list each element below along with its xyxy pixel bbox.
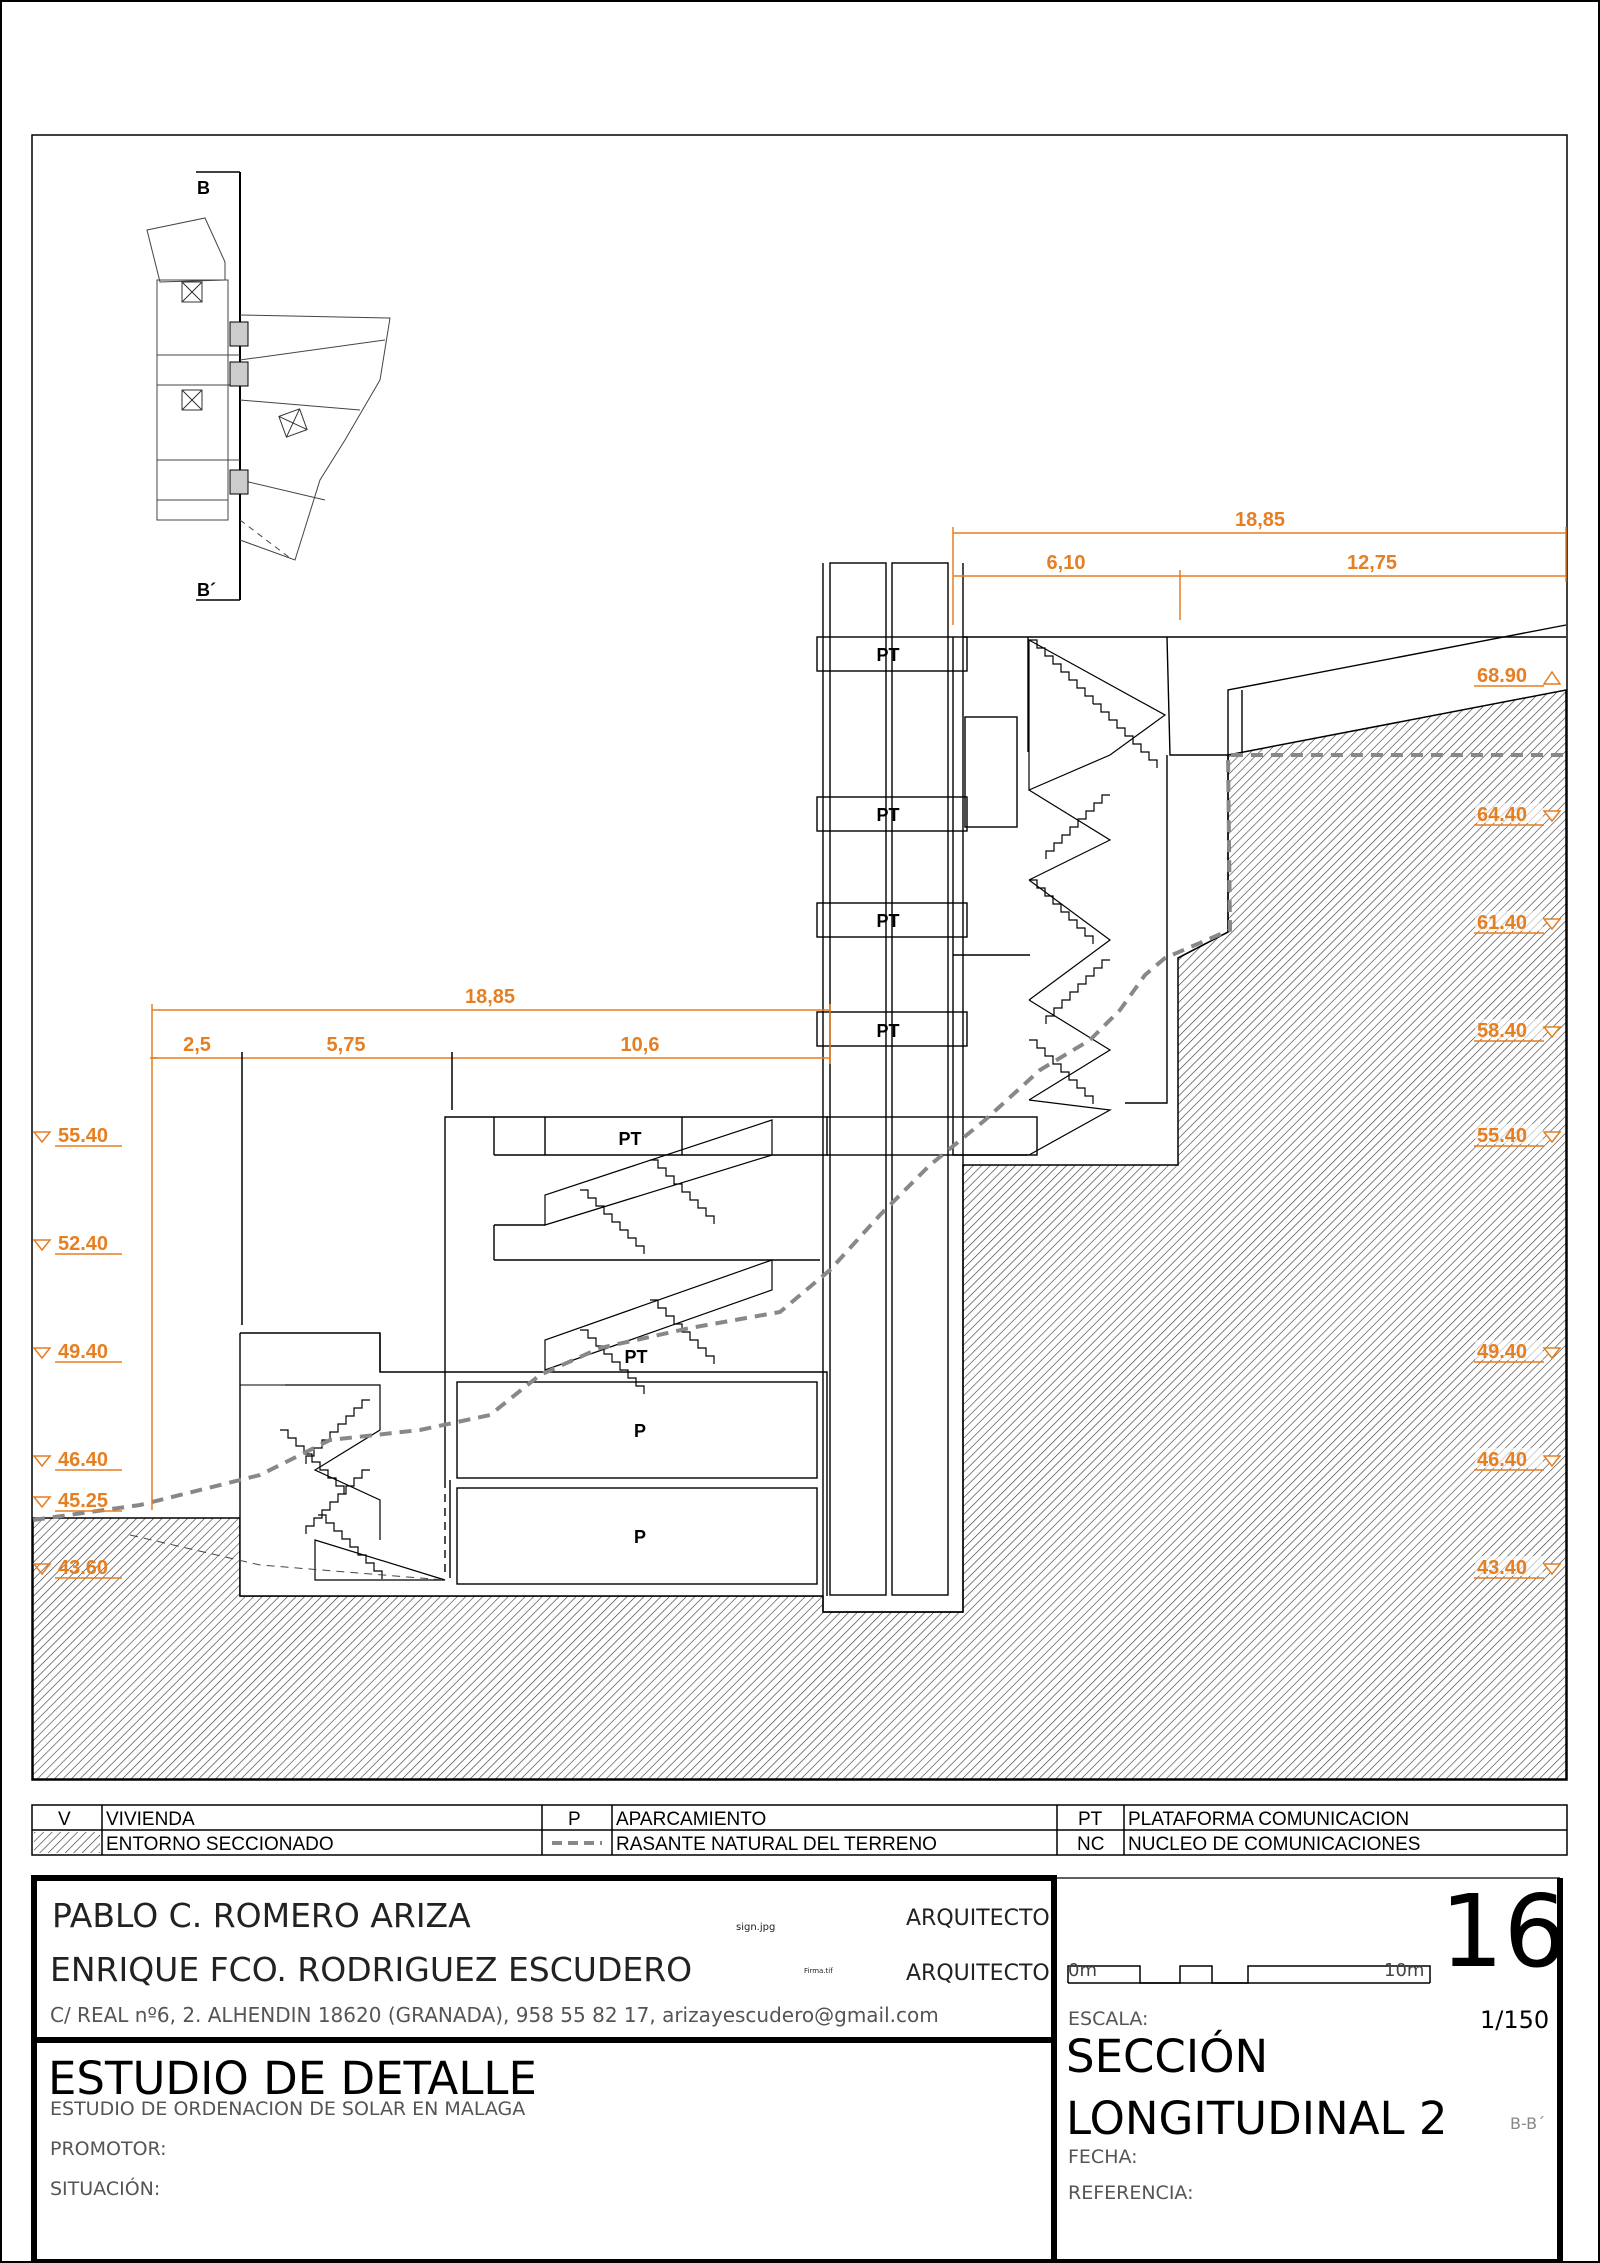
key-plan-label-end: B´: [197, 580, 216, 600]
level-left-4: 46.40: [58, 1449, 108, 1471]
dim-mid-a: 2,5: [183, 1034, 211, 1056]
dim-top-a: 6,10: [1047, 552, 1086, 574]
key-plan: [146, 171, 391, 601]
scale-bar-end: 10m: [1384, 1960, 1425, 1981]
legend-nc: NC: [1077, 1834, 1104, 1855]
dim-mid-c: 10,6: [621, 1034, 660, 1056]
building-section: [239, 562, 1567, 1613]
key-plan-label-start: B: [197, 178, 210, 198]
level-right-1: 68.90: [1477, 665, 1527, 687]
legend-plataforma: PLATAFORMA COMUNICACION: [1128, 1809, 1409, 1830]
legend-entorno: ENTORNO SECCIONADO: [106, 1834, 334, 1855]
project-subtitle: ESTUDIO DE ORDENACION DE SOLAR EN MALAGA: [50, 2098, 526, 2120]
p-label-1: P: [634, 1421, 646, 1441]
escala-value: 1/150: [1480, 2006, 1550, 2034]
level-right-3: 61.40: [1477, 912, 1527, 934]
level-left-5: 45.25: [58, 1490, 108, 1512]
level-right-8: 43.40: [1477, 1557, 1527, 1579]
level-right-2: 64.40: [1477, 804, 1527, 826]
architect-1-name: PABLO C. ROMERO ARIZA: [52, 1896, 471, 1935]
stairs: [239, 638, 1167, 1581]
levels-right: 68.90 64.40 61.40 58.40 55.40 49.40 46.4…: [1474, 665, 1562, 1579]
sheet-title-line-1: SECCIÓN: [1066, 2030, 1269, 2083]
project-title: ESTUDIO DE DETALLE: [48, 2052, 537, 2105]
legend-p: P: [568, 1809, 581, 1830]
pt-label-1: PT: [876, 645, 899, 665]
legend-nucleo: NUCLEO DE COMUNICACIONES: [1128, 1834, 1420, 1855]
legend-pt: PT: [1078, 1809, 1103, 1830]
scale-bar-start: 0m: [1068, 1960, 1097, 1981]
level-left-3: 49.40: [58, 1341, 108, 1363]
dim-mid-total: 18,85: [465, 986, 515, 1008]
referencia-label: REFERENCIA:: [1068, 2182, 1194, 2204]
level-right-5: 55.40: [1477, 1125, 1527, 1147]
scale-bar: [1067, 1965, 1431, 1984]
dim-mid-b: 5,75: [327, 1034, 366, 1056]
pt-label-4: PT: [876, 1021, 899, 1041]
level-right-6: 49.40: [1477, 1341, 1527, 1363]
sheet-number: 16: [1440, 1873, 1568, 1990]
office-address: C/ REAL nº6, 2. ALHENDIN 18620 (GRANADA)…: [50, 2003, 939, 2027]
section-code: B-B´: [1510, 2114, 1546, 2133]
level-right-4: 58.40: [1477, 1020, 1527, 1042]
sheet-title-line-2: LONGITUDINAL 2: [1066, 2092, 1448, 2145]
dimension-lines: [150, 527, 1567, 1510]
legend-v: V: [58, 1809, 71, 1830]
dim-top-total: 18,85: [1235, 509, 1285, 531]
project-box: [31, 2037, 1057, 2263]
pt-label-5: PT: [618, 1129, 641, 1149]
levels-left: 55.40 52.40 49.40 46.40 45.25 43.60: [32, 1125, 122, 1579]
legend-rasante: RASANTE NATURAL DEL TERRENO: [616, 1834, 937, 1855]
level-left-2: 52.40: [58, 1233, 108, 1255]
architect-2-role: ARQUITECTO: [906, 1961, 1050, 1986]
signature-2: Firma.tif: [804, 1967, 833, 1975]
legend-hatch-swatch: [34, 1832, 100, 1853]
dim-top-b: 12,75: [1347, 552, 1397, 574]
pt-label-3: PT: [876, 911, 899, 931]
situacion-label: SITUACIÓN:: [50, 2178, 161, 2200]
escala-label: ESCALA:: [1068, 2008, 1149, 2030]
legend-aparcamiento: APARCAMIENTO: [616, 1809, 766, 1830]
drawing-frame: [31, 134, 1568, 1781]
pt-label-2: PT: [876, 805, 899, 825]
legend-vivienda: VIVIENDA: [106, 1809, 195, 1830]
promotor-label: PROMOTOR:: [50, 2138, 167, 2160]
signature-1: sign.jpg: [736, 1922, 776, 1933]
fecha-label: FECHA:: [1068, 2146, 1138, 2168]
architect-2-name: ENRIQUE FCO. RODRIGUEZ ESCUDERO: [50, 1950, 693, 1989]
level-left-6: 43.60: [58, 1557, 108, 1579]
legend-table: [31, 1804, 1568, 1856]
architect-1-role: ARQUITECTO: [906, 1906, 1050, 1931]
level-left-1: 55.40: [58, 1125, 108, 1147]
pt-label-6: PT: [624, 1347, 647, 1367]
p-label-2: P: [634, 1527, 646, 1547]
cut-ground: [32, 689, 1567, 1780]
natural-terrain-line: [32, 753, 1566, 1522]
level-right-7: 46.40: [1477, 1449, 1527, 1471]
